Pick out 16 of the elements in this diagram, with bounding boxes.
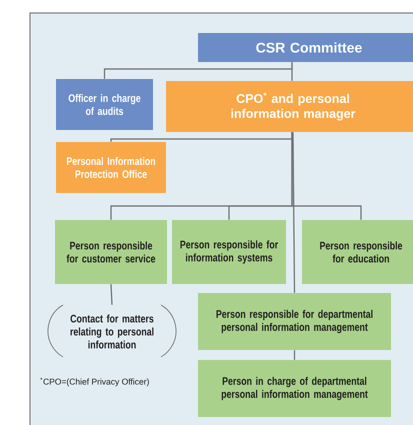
role-box: Person responsible for information systems	[172, 220, 286, 284]
contact-note: Contact for matters relating to personal information	[48, 304, 176, 358]
role-box: Person in charge of departmental personal information management	[198, 360, 391, 417]
connector-line	[291, 62, 293, 81]
role-box: CPO$^{*}$ and personal information manager	[166, 81, 413, 132]
connector-line	[292, 132, 296, 293]
footnote: $^{*}$CPO=(Chief Privacy Officer)	[40, 378, 149, 386]
connector-line	[110, 284, 113, 305]
role-box: Personal Information Protection Office	[56, 142, 166, 193]
connector-line	[294, 350, 296, 360]
role-box: Person responsible for departmental personal information management	[198, 293, 391, 350]
role-box: CSR Committee	[198, 33, 413, 62]
connector-line	[291, 132, 362, 220]
role-box: Officer in charge of audits	[56, 79, 153, 130]
role-box: Person responsible for education	[302, 220, 413, 284]
role-box: Person responsible for customer service	[55, 220, 167, 284]
